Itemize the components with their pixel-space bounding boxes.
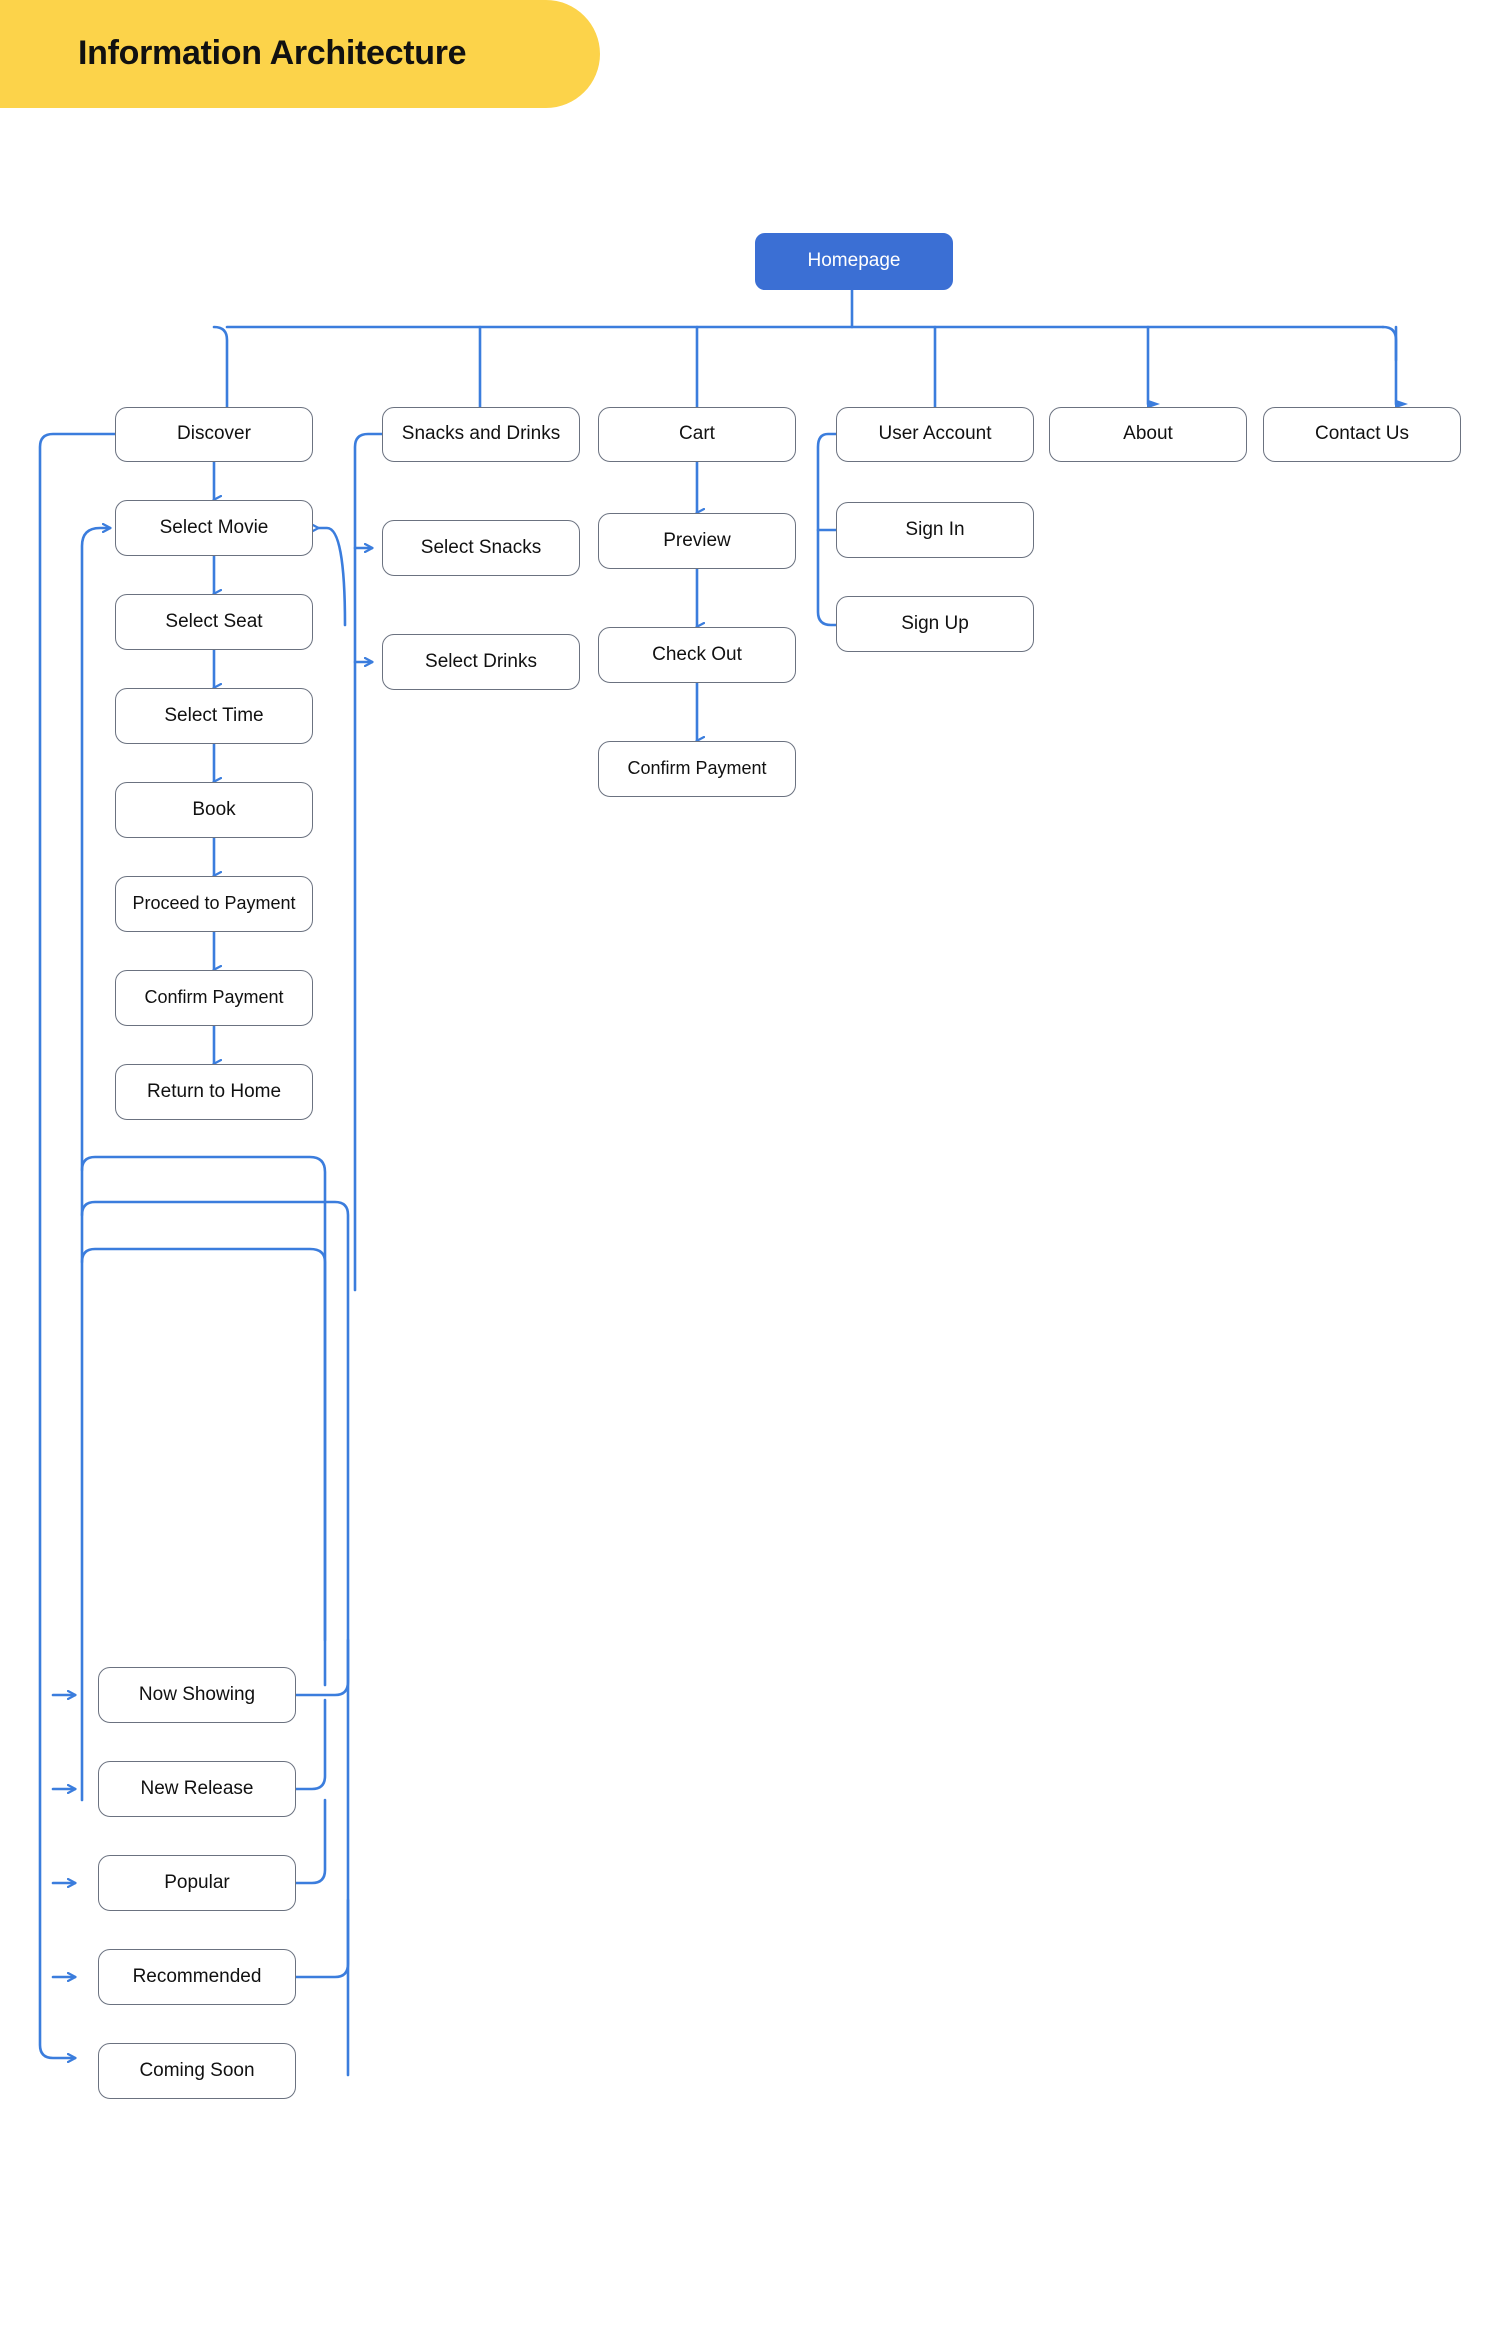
node-label: Book [192,798,236,820]
node-label: Now Showing [138,1683,256,1705]
node-label: Select Drinks [425,650,537,672]
node-now-showing[interactable]: Now Showing [98,1667,296,1723]
node-coming-soon[interactable]: Coming Soon [98,2043,296,2099]
node-label: Cart [679,423,715,445]
node-confirm-payment-cart[interactable]: Confirm Payment [598,741,796,797]
node-select-movie[interactable]: Select Movie [115,500,313,556]
wire-out-popular [294,1798,327,1885]
node-preview[interactable]: Preview [598,513,796,569]
node-label: Check Out [652,643,742,665]
node-label: Sign Up [901,612,969,634]
node-discover[interactable]: Discover [115,407,313,462]
page-title: Information Architecture [78,34,467,72]
node-label: Return to Home [146,1080,282,1102]
node-homepage[interactable]: Homepage [755,233,953,290]
wire-out-nowshowing [294,1638,350,1697]
node-select-drinks[interactable]: Select Drinks [382,634,580,690]
node-label: Select Movie [159,516,269,538]
node-confirm-payment-discover[interactable]: Confirm Payment [115,970,313,1026]
node-label: Sign In [905,518,965,540]
node-label: User Account [878,423,992,445]
node-select-snacks[interactable]: Select Snacks [382,520,580,576]
wire-snacks-left-exit [353,432,384,1292]
wire-out-newrelease [294,1698,327,1791]
node-snacks-and-drinks[interactable]: Snacks and Drinks [382,407,580,462]
node-new-release[interactable]: New Release [98,1761,296,1817]
node-label: Select Time [164,704,264,726]
node-label: Recommended [132,1965,262,1987]
node-cart[interactable]: Cart [598,407,796,462]
node-about[interactable]: About [1049,407,1247,462]
node-label: Snacks and Drinks [401,423,561,445]
node-user-account[interactable]: User Account [836,407,1034,462]
node-select-seat[interactable]: Select Seat [115,594,313,650]
wire-out-recommended [294,1898,350,1979]
node-label: Coming Soon [139,2059,255,2081]
node-label: Select Seat [165,610,263,632]
node-label: Confirm Payment [144,987,284,1008]
wire-returnhome-rail-2 [80,1200,350,2077]
node-label: Preview [663,529,731,551]
node-label: Discover [177,423,251,445]
node-label: New Release [140,1777,254,1799]
node-sign-up[interactable]: Sign Up [836,596,1034,652]
node-label: Popular [164,1871,230,1893]
wire-bus-right-cap [1381,325,1398,362]
wire-into-selectmovie-right [318,528,347,627]
node-sign-in[interactable]: Sign In [836,502,1034,558]
node-label: Homepage [807,250,901,272]
node-label: Proceed to Payment [132,893,296,914]
node-label: About [1123,423,1173,445]
node-contact-us[interactable]: Contact Us [1263,407,1461,462]
node-label: Confirm Payment [627,758,767,779]
title-banner [0,0,600,108]
node-select-time[interactable]: Select Time [115,688,313,744]
wire-returnhome-rail-3 [80,1247,327,1642]
node-proceed-to-payment[interactable]: Proceed to Payment [115,876,313,932]
node-return-to-home[interactable]: Return to Home [115,1064,313,1120]
node-label: Contact Us [1315,423,1409,445]
node-book[interactable]: Book [115,782,313,838]
node-recommended[interactable]: Recommended [98,1949,296,2005]
wire-drop-discover [212,325,229,409]
wire-returnhome-rail-1 [80,1155,327,1687]
node-popular[interactable]: Popular [98,1855,296,1911]
node-label: Select Snacks [420,536,542,558]
node-check-out[interactable]: Check Out [598,627,796,683]
wire-returnhome-loop-left [80,528,110,1802]
